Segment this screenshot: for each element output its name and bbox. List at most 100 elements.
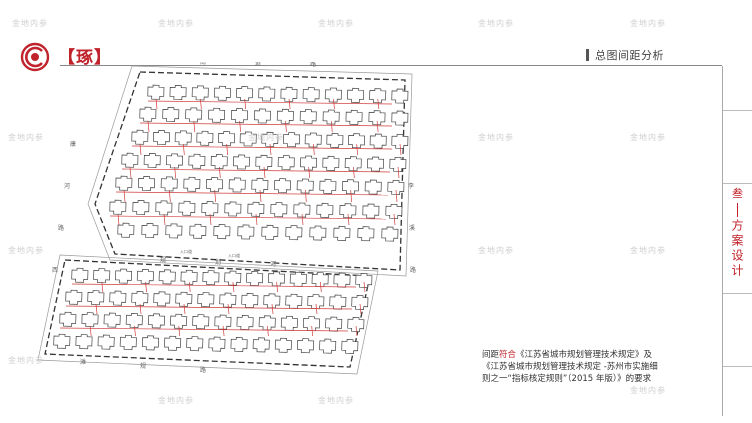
watermark: 金地内参 bbox=[8, 246, 44, 255]
building-footprint bbox=[293, 202, 311, 218]
road-label-middle: 河 bbox=[270, 260, 276, 268]
spacing-dimension-line bbox=[393, 213, 396, 226]
building-footprint bbox=[280, 86, 298, 102]
building-footprint bbox=[255, 154, 273, 170]
spacing-dimension-line bbox=[218, 166, 221, 179]
section-dash bbox=[737, 203, 738, 217]
brand-title: 【琢】 bbox=[58, 48, 112, 68]
building-footprint bbox=[202, 270, 220, 286]
building-footprint bbox=[71, 267, 89, 283]
building-footprint bbox=[158, 269, 176, 285]
building-footprint bbox=[162, 107, 180, 123]
spacing-dimension-line bbox=[311, 325, 314, 337]
building-footprint bbox=[191, 85, 209, 101]
spacing-dimension-line bbox=[315, 303, 318, 315]
building-footprint bbox=[218, 131, 236, 147]
spacing-dimension-line bbox=[330, 120, 333, 133]
building-footprint bbox=[316, 202, 334, 218]
spacing-dimension-line bbox=[333, 98, 335, 110]
building-footprint bbox=[164, 335, 182, 351]
spacing-dimension-line bbox=[259, 189, 262, 203]
building-footprint bbox=[333, 272, 351, 288]
building-footprint bbox=[147, 84, 165, 100]
road-label-north: 路 bbox=[310, 62, 316, 68]
building-footprint bbox=[183, 176, 201, 192]
caption-line3: 则之一“指标核定规则”（2015 年版）》的要求 bbox=[482, 374, 652, 384]
building-footprint bbox=[389, 156, 407, 172]
tab-divider bbox=[723, 293, 752, 294]
spacing-dimension-line bbox=[117, 213, 120, 226]
building-footprint bbox=[175, 291, 193, 307]
building-footprint bbox=[252, 337, 270, 353]
tab-divider bbox=[723, 110, 752, 111]
road-label-west: 路 bbox=[58, 224, 64, 232]
building-footprint bbox=[241, 293, 259, 308]
spacing-dimension-line bbox=[139, 122, 393, 127]
watermark: 金地内参 bbox=[630, 133, 666, 142]
building-footprint bbox=[285, 293, 303, 309]
entrance-label: 入口道 bbox=[228, 252, 240, 258]
building-footprint bbox=[299, 109, 317, 125]
watermark: 金地内参 bbox=[478, 246, 514, 255]
building-footprint bbox=[138, 176, 156, 192]
building-footprint bbox=[347, 87, 364, 103]
caption-line2: 《江苏省城市规划管理技术规定 -苏州市实施细 bbox=[482, 362, 658, 372]
building-footprint bbox=[197, 292, 215, 308]
spacing-dimension-line bbox=[301, 213, 304, 226]
building-footprint bbox=[131, 129, 149, 145]
building-footprint bbox=[351, 295, 369, 310]
spacing-dimension-line bbox=[399, 143, 402, 156]
building-footprint bbox=[345, 109, 363, 125]
spacing-dimension-line bbox=[65, 305, 353, 310]
building-footprint bbox=[153, 130, 171, 146]
spacing-dimension-line bbox=[363, 281, 366, 293]
spacing-dimension-line bbox=[155, 98, 158, 110]
spacing-dimension-line bbox=[226, 143, 229, 156]
building-footprint bbox=[297, 338, 315, 354]
spacing-dimension-line bbox=[269, 143, 272, 156]
building-footprint bbox=[348, 133, 366, 149]
spacing-dimension-line bbox=[183, 303, 186, 315]
spacing-dimension-line bbox=[131, 145, 393, 150]
building-footprint bbox=[326, 132, 344, 148]
building-footprint bbox=[274, 337, 292, 353]
building-footprint bbox=[97, 334, 115, 350]
spacing-dimension-line bbox=[193, 120, 196, 133]
building-footprint bbox=[219, 292, 237, 308]
building-footprint bbox=[391, 88, 409, 104]
building-footprint bbox=[53, 333, 71, 349]
building-footprint bbox=[289, 271, 307, 287]
building-footprint bbox=[174, 130, 192, 146]
building-footprint bbox=[253, 108, 271, 124]
watermark: 金地内参 bbox=[630, 19, 666, 28]
building-footprint bbox=[117, 222, 135, 238]
building-footprint bbox=[213, 85, 231, 101]
spacing-dimension-line bbox=[356, 143, 359, 156]
building-footprint bbox=[81, 312, 99, 328]
watermark: 金地内参 bbox=[630, 246, 666, 255]
spacing-dimension-line bbox=[174, 166, 177, 179]
building-footprint bbox=[385, 203, 403, 219]
building-footprint bbox=[109, 290, 127, 306]
spacing-dimension-line bbox=[121, 168, 391, 173]
entrance-label: 入口道 bbox=[180, 248, 192, 254]
road-label-east: 李 bbox=[408, 182, 414, 190]
building-footprint bbox=[93, 268, 111, 284]
road-label-north: 南 bbox=[200, 62, 206, 66]
side-section-tab[interactable]: 叁 方案设计 bbox=[723, 183, 752, 293]
building-footprint bbox=[166, 153, 184, 169]
building-footprint bbox=[132, 200, 150, 216]
site-plan: 南道路康河路西李溪路规划河滩规路入口道入口道 bbox=[37, 62, 416, 375]
building-footprint bbox=[247, 201, 265, 217]
building-footprint bbox=[391, 110, 409, 126]
building-footprint bbox=[115, 268, 133, 284]
building-footprint bbox=[230, 337, 248, 352]
building-footprint bbox=[188, 153, 206, 169]
building-footprint bbox=[141, 223, 159, 239]
building-footprint bbox=[170, 313, 188, 329]
building-footprint bbox=[263, 293, 281, 309]
building-footprint bbox=[267, 271, 285, 287]
building-footprint bbox=[339, 203, 357, 219]
watermark: 金地内参 bbox=[318, 19, 354, 28]
road-label-south: 滩 bbox=[80, 358, 86, 366]
